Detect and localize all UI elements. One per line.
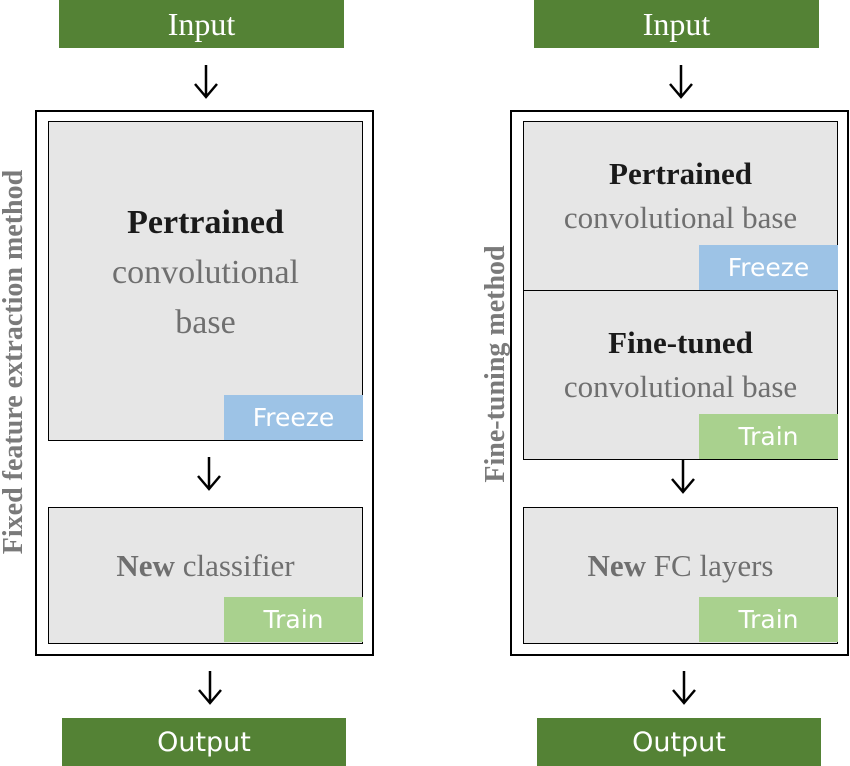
left-classifier-rest: classifier xyxy=(174,548,295,583)
right-output-label: Output xyxy=(632,726,726,758)
left-pretrained-base: Pertrained convolutional base xyxy=(48,121,363,441)
left-input-box: Input xyxy=(59,0,344,48)
right-base-title: Pertrained xyxy=(609,156,752,191)
left-arrow-input xyxy=(194,65,218,99)
right-finetuned-title: Fine-tuned xyxy=(608,325,753,360)
right-finetuned-line1: convolutional base xyxy=(563,369,798,404)
right-classifier-bold: New xyxy=(587,548,647,583)
right-classifier-rest: FC layers xyxy=(646,548,774,583)
right-base-line1: convolutional base xyxy=(563,200,798,235)
left-arrow-output xyxy=(198,671,222,705)
left-new-classifier: New classifier xyxy=(48,507,363,644)
left-base-line2: base xyxy=(175,304,236,341)
left-classifier-text: New classifier xyxy=(49,548,362,584)
right-train-badge: Train xyxy=(699,597,838,642)
right-arrow-middle xyxy=(671,460,695,494)
left-base-line1: convolutional xyxy=(112,254,299,291)
left-base-title: Pertrained xyxy=(127,204,284,241)
right-new-fc-layers: New FC layers xyxy=(523,507,838,644)
right-side-label: Fine-tuning method xyxy=(480,245,511,483)
left-input-label: Input xyxy=(167,5,236,42)
right-classifier-text: New FC layers xyxy=(524,548,837,584)
right-output-box: Output xyxy=(537,718,821,766)
right-freeze-badge: Freeze xyxy=(699,245,838,290)
right-arrow-input xyxy=(669,65,693,99)
left-classifier-bold: New xyxy=(116,548,175,583)
right-input-box: Input xyxy=(534,0,819,48)
left-side-label: Fixed feature extraction method xyxy=(0,169,29,555)
right-input-label: Input xyxy=(642,5,711,42)
left-arrow-middle xyxy=(197,457,221,491)
left-freeze-badge: Freeze xyxy=(224,395,363,440)
left-output-box: Output xyxy=(62,718,346,766)
left-train-badge: Train xyxy=(224,597,363,642)
left-output-label: Output xyxy=(157,726,251,758)
right-finetuned-train-badge: Train xyxy=(699,414,838,459)
right-arrow-output xyxy=(672,671,696,705)
